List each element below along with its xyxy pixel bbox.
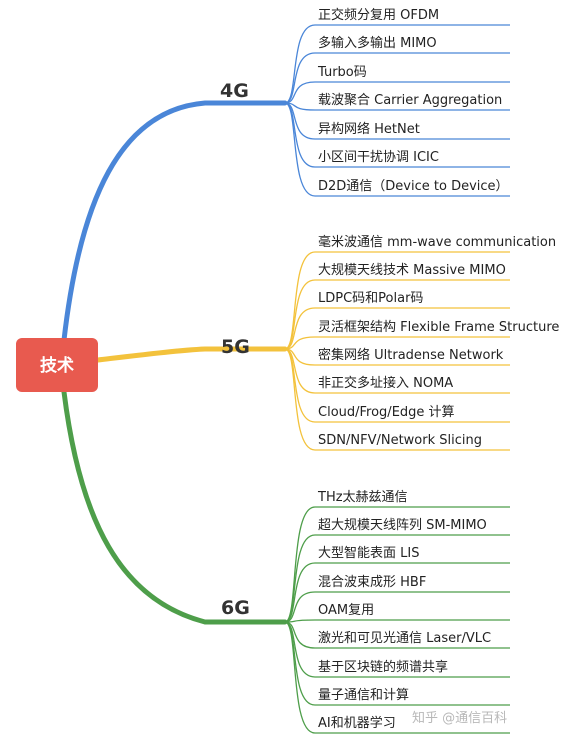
branch-connector-5g	[95, 346, 288, 363]
leaf-item[interactable]: 非正交多址接入 NOMA	[318, 375, 453, 391]
branch-5g[interactable]: 5G 毫米波通信 mm-wave communication 大规模天线技术 Mas…	[221, 234, 559, 448]
leaf-item[interactable]: 多输入多输出 MIMO	[318, 35, 437, 51]
watermark-text: 知乎 @通信百科	[412, 710, 507, 726]
leaf-connector	[284, 534, 510, 623]
leaf-item[interactable]: 基于区块链的频谱共享	[318, 659, 448, 675]
leaf-connector	[284, 251, 510, 350]
leaf-item[interactable]: D2D通信（Device to Device）	[318, 179, 509, 194]
leaf-item[interactable]: AI和机器学习	[318, 715, 396, 731]
leaf-item[interactable]: 量子通信和计算	[318, 688, 409, 703]
leaf-item[interactable]: 大规模天线技术 Massive MIMO	[318, 263, 506, 278]
leaf-item[interactable]: Cloud/Frog/Edge 计算	[318, 405, 455, 420]
leaf-connector	[284, 81, 510, 104]
branch-connector-4g	[61, 100, 288, 343]
leaf-item[interactable]: 毫米波通信 mm-wave communication	[318, 234, 556, 250]
leaf-item[interactable]: THz太赫兹通信	[317, 490, 408, 505]
leaf-item[interactable]: SDN/NFV/Network Slicing	[318, 433, 482, 448]
branch-connector-6g	[61, 389, 288, 625]
leaf-connector	[284, 506, 510, 623]
leaf-connector	[284, 52, 510, 104]
leaf-item[interactable]: 正交频分复用 OFDM	[318, 7, 439, 23]
leaf-item[interactable]: 小区间干扰协调 ICIC	[318, 150, 439, 165]
root-label: 技术	[40, 355, 74, 376]
leaf-item[interactable]: OAM复用	[318, 603, 374, 618]
links-layer	[61, 24, 510, 734]
branch-label: 5G	[221, 336, 250, 358]
leaf-item[interactable]: 载波聚合 Carrier Aggregation	[318, 93, 502, 108]
leaf-item[interactable]: 灵活框架结构 Flexible Frame Structure	[318, 320, 559, 335]
leaf-item[interactable]: 异构网络 HetNet	[318, 121, 420, 137]
leaf-item[interactable]: 混合波束成形 HBF	[318, 575, 426, 590]
leaf-connector	[284, 621, 510, 734]
branch-label: 4G	[220, 80, 249, 102]
root-box	[16, 338, 98, 392]
branch-label: 6G	[221, 597, 250, 619]
leaf-connector	[284, 562, 510, 623]
leaf-connector	[284, 619, 510, 623]
leaf-item[interactable]: 密集网络 Ultradense Network	[318, 347, 504, 363]
leaf-item[interactable]: LDPC码和Polar码	[318, 291, 423, 306]
leaf-connector	[284, 24, 510, 104]
leaf-connector	[284, 591, 510, 623]
leaf-item[interactable]: 超大规模天线阵列 SM-MIMO	[318, 518, 487, 533]
leaf-connector	[284, 621, 510, 649]
watermark: 知乎 @通信百科	[412, 710, 507, 726]
leaf-item[interactable]: 大型智能表面 LIS	[318, 546, 419, 561]
leaf-connector	[284, 348, 510, 451]
leaf-item[interactable]: 激光和可见光通信 Laser/VLC	[318, 631, 491, 646]
leaf-connector	[284, 279, 510, 350]
leaf-connector	[284, 102, 510, 111]
leaf-connector	[284, 102, 510, 197]
root-node[interactable]: 技术	[16, 338, 98, 392]
leaf-connector	[284, 336, 510, 350]
leaf-connector	[284, 307, 510, 350]
leaf-item[interactable]: Turbo码	[317, 65, 367, 80]
